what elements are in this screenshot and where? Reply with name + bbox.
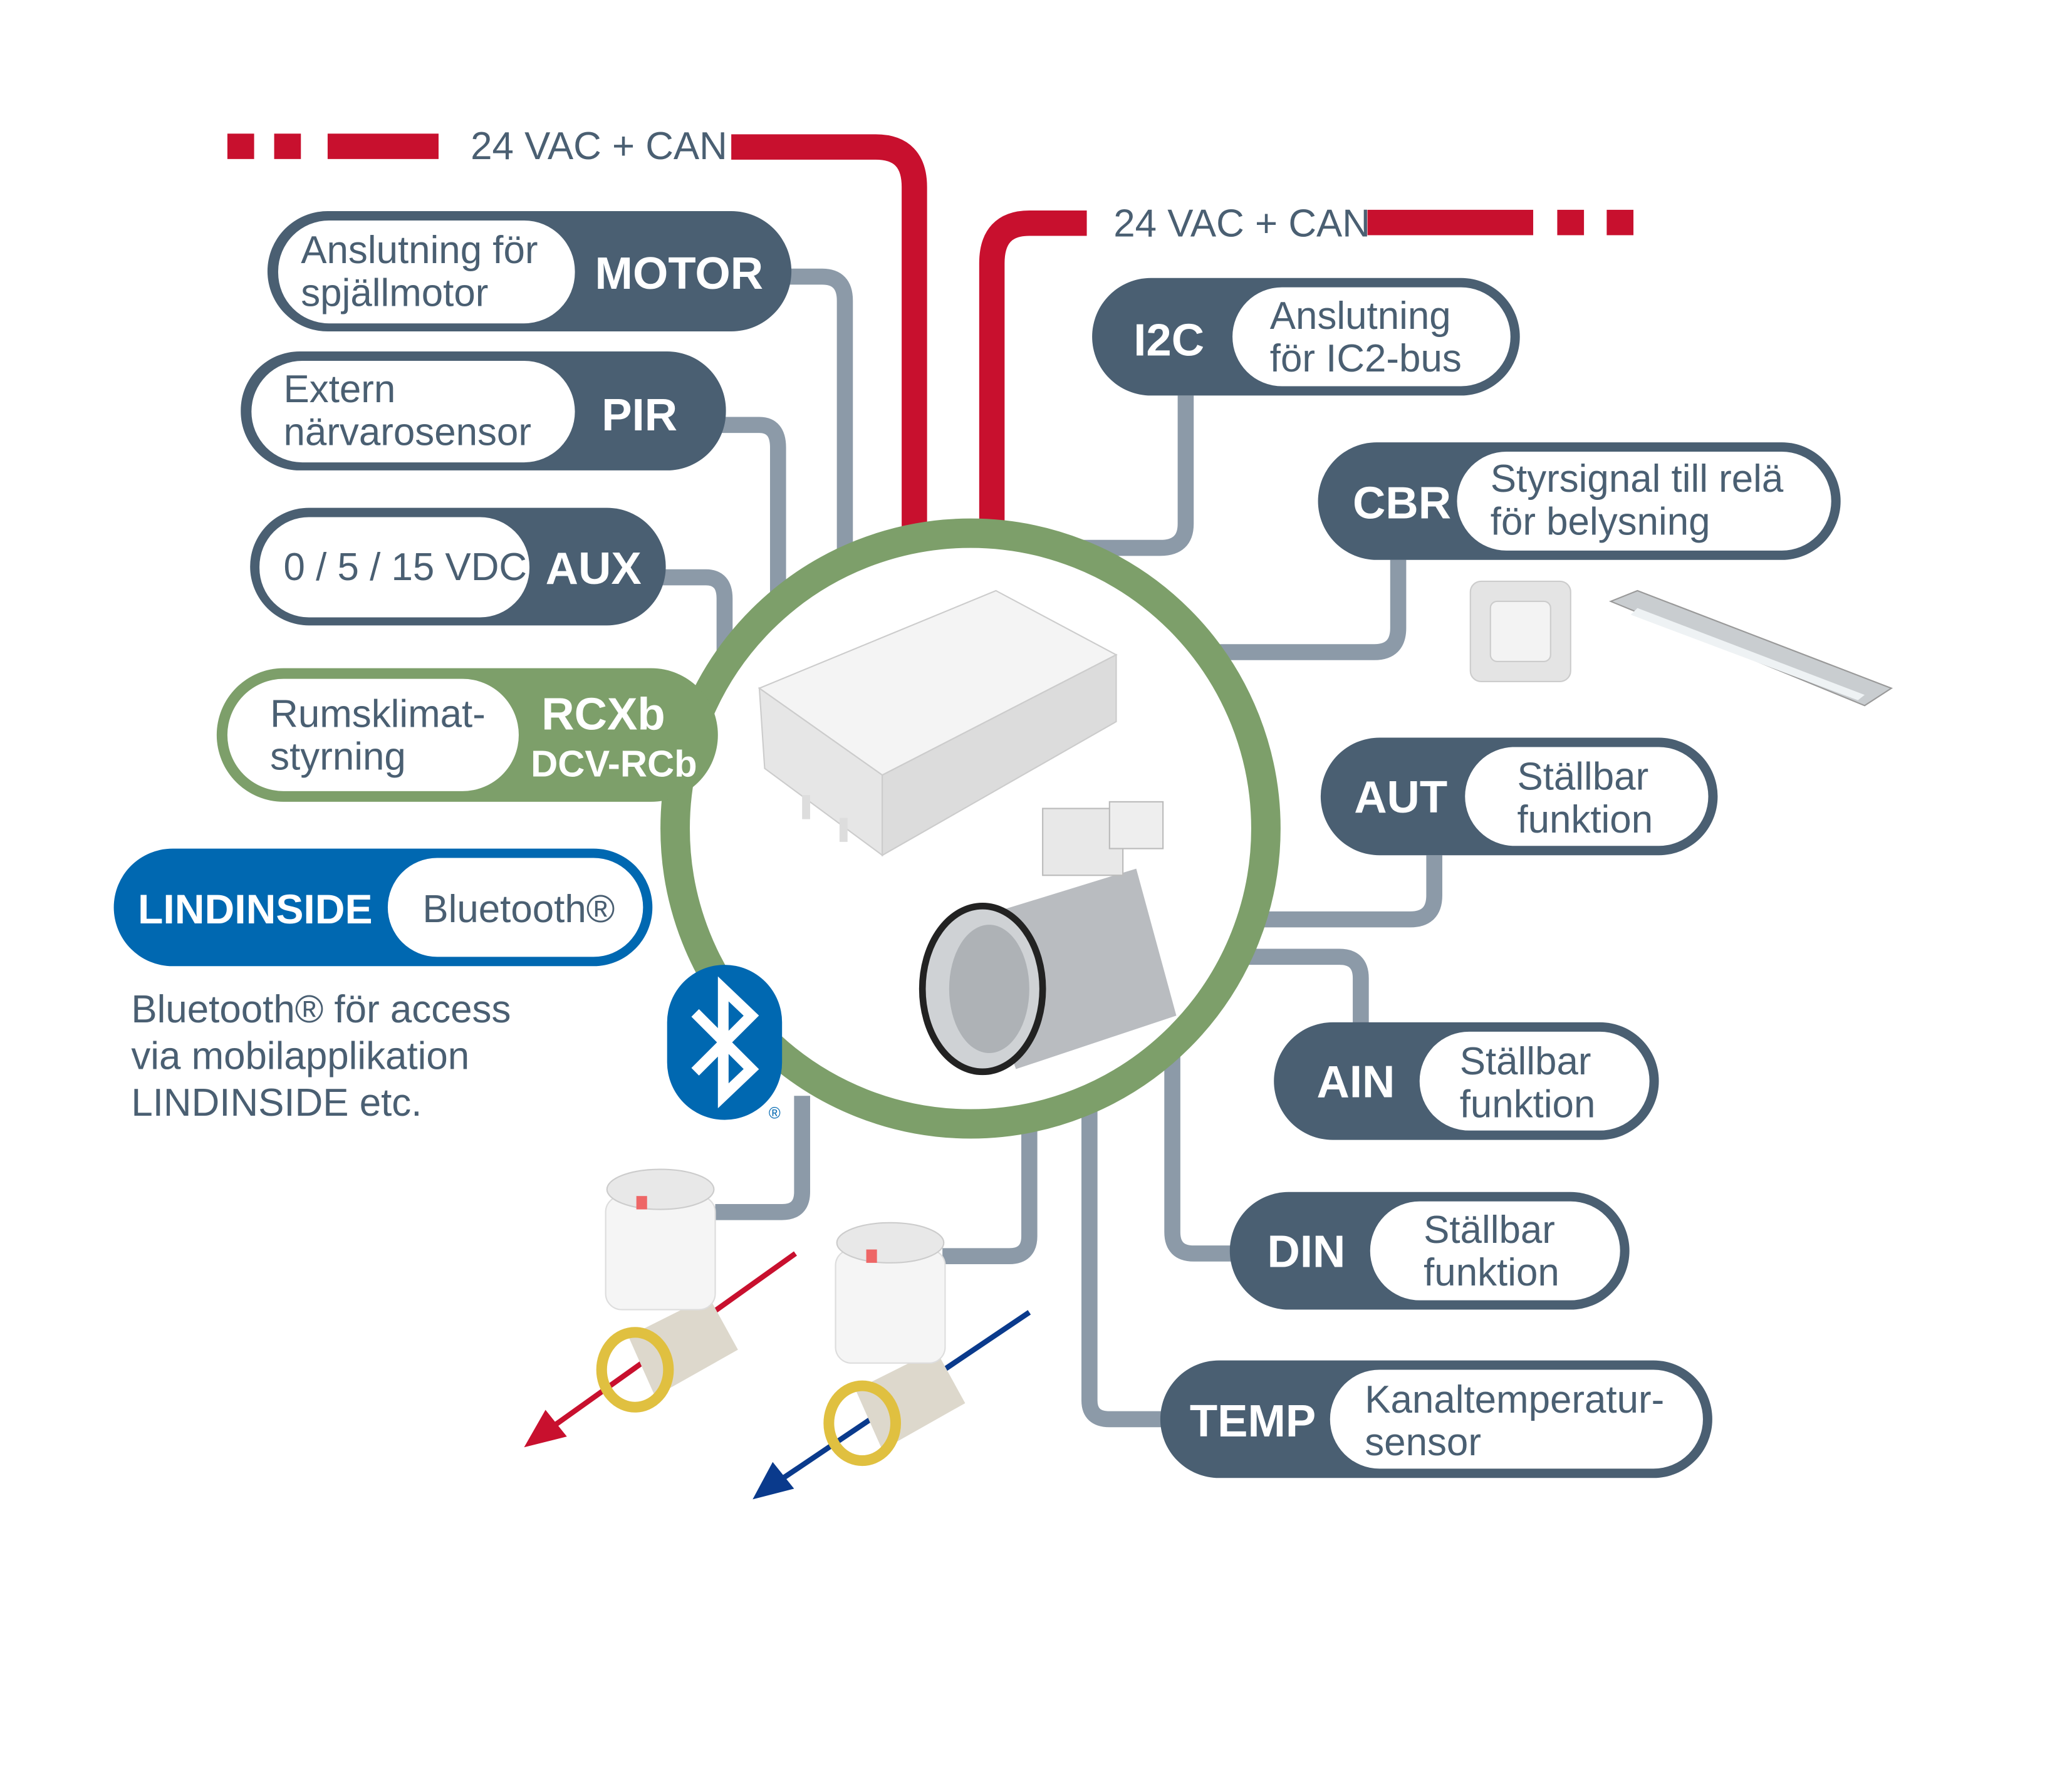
port-rc: Rumsklimat- styrning RCXb DCV-RCb (216, 668, 718, 802)
wires (662, 268, 1442, 1428)
bus-right-label: 24 VAC + CAN (1113, 202, 1370, 246)
lindinside-desc: Bluetooth® (422, 888, 615, 931)
port-din: DIN Ställbar funktion (1229, 1192, 1630, 1310)
rc-code: RCXb (541, 689, 665, 740)
damper (919, 801, 1177, 1076)
temp-desc-2: sensor (1365, 1421, 1481, 1464)
description-line: via mobilapplikation (131, 1035, 469, 1078)
port-motor: Anslutning för spjällmotor MOTOR (267, 211, 792, 332)
temp-desc-1: Kanaltemperatur- (1365, 1378, 1664, 1421)
light-fixture (1608, 589, 1893, 707)
motor-desc-2: spjällmotor (301, 271, 488, 314)
port-ain: AIN Ställbar funktion (1274, 1022, 1659, 1140)
port-temp: TEMP Kanaltemperatur- sensor (1160, 1360, 1712, 1478)
valve-cold (752, 1222, 1031, 1500)
port-cbr: CBR Styrsignal till relä för belysning (1318, 442, 1841, 560)
pir-desc-1: Extern (284, 368, 396, 411)
ain-desc-1: Ställbar (1460, 1040, 1591, 1083)
aux-desc-1: 0 / 5 / 15 VDC (284, 546, 528, 589)
controller-unit (757, 589, 1118, 857)
valve-hot (524, 1168, 798, 1448)
aut-desc-2: funktion (1517, 798, 1653, 841)
power-bus-left: 24 VAC + CAN (227, 125, 927, 535)
din-code: DIN (1268, 1226, 1346, 1277)
aut-code: AUT (1354, 772, 1447, 823)
i2c-desc-2: för IC2-bus (1270, 337, 1462, 380)
aux-code: AUX (546, 543, 642, 594)
description-line: LINDINSIDE etc. (131, 1081, 422, 1124)
power-bus-right: 24 VAC + CAN (979, 202, 1634, 535)
motor-desc-1: Anslutning för (301, 229, 538, 272)
svg-text:®: ® (769, 1104, 781, 1122)
rc-desc-1: Rumsklimat- (270, 692, 486, 735)
port-aut: AUT Ställbar funktion (1320, 737, 1718, 856)
light-switch (1469, 580, 1571, 682)
description-line: Bluetooth® för access (131, 988, 511, 1031)
rc-desc-2: styrning (270, 735, 406, 779)
cbr-desc-2: för belysning (1491, 500, 1710, 543)
bluetooth-icon: ® (667, 965, 783, 1122)
din-desc-1: Ställbar (1424, 1208, 1555, 1252)
ain-code: AIN (1316, 1056, 1395, 1107)
port-i2c: I2C Anslutning för IC2-bus (1092, 278, 1520, 396)
pir-code: PIR (601, 390, 677, 440)
i2c-desc-1: Anslutning (1270, 294, 1451, 338)
motor-code: MOTOR (595, 248, 764, 299)
ain-desc-2: funktion (1460, 1083, 1596, 1126)
rc-code-2: DCV-RCb (531, 742, 697, 784)
bus-left-label: 24 VAC + CAN (471, 125, 727, 168)
cbr-code: CBR (1353, 478, 1451, 529)
i2c-code: I2C (1133, 314, 1204, 365)
temp-code: TEMP (1190, 1396, 1316, 1446)
port-pir: Extern närvarosensor PIR (241, 351, 726, 470)
port-lindinside: LINDINSIDE Bluetooth® (113, 848, 653, 967)
lindinside-code: LINDINSIDE (138, 886, 373, 933)
bluetooth-description: Bluetooth® för access via mobilapplikati… (131, 988, 511, 1124)
pir-desc-2: närvarosensor (284, 410, 531, 454)
din-desc-2: funktion (1424, 1251, 1559, 1294)
port-aux: 0 / 5 / 15 VDC AUX (250, 507, 666, 626)
cbr-desc-1: Styrsignal till relä (1491, 457, 1784, 501)
aut-desc-1: Ställbar (1517, 756, 1648, 799)
